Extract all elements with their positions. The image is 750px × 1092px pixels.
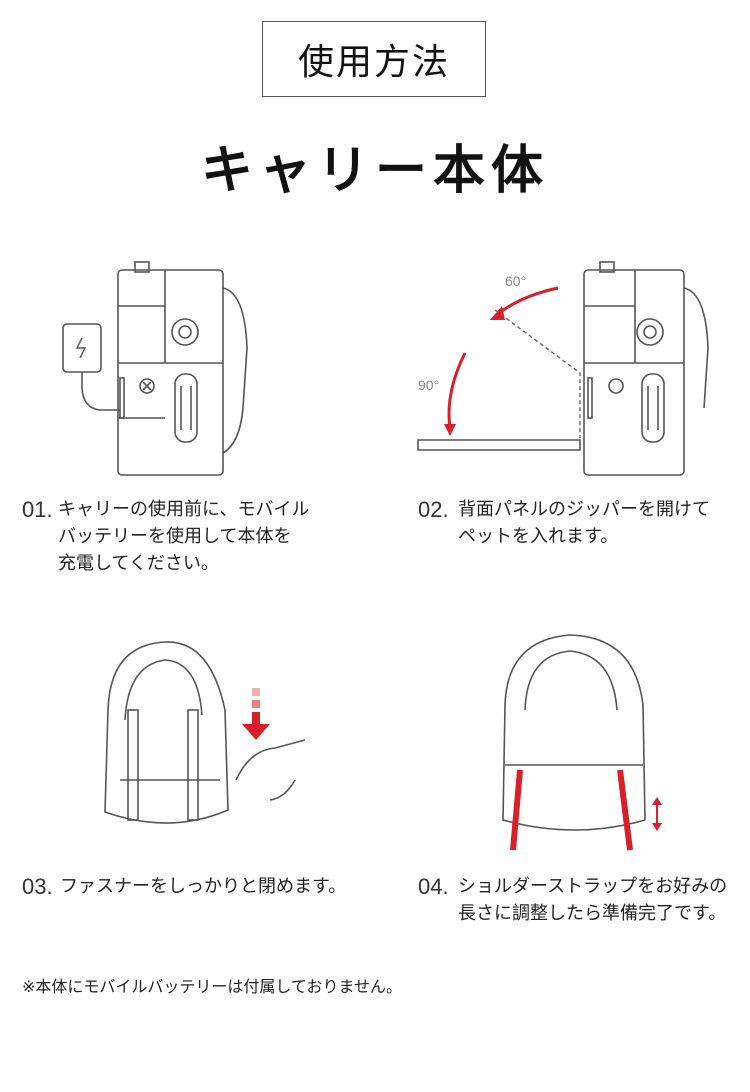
footnote: ※本体にモバイルバッテリーは付属しておりません。 xyxy=(22,977,402,996)
step-text-line: ファスナーをしっかりと閉めます。 xyxy=(60,876,347,897)
page-heading: キャリー本体 xyxy=(200,141,549,201)
step-number: 03. xyxy=(22,874,53,899)
step-text-line: ショルダーストラップをお好みの xyxy=(458,876,728,897)
illustration-zipper xyxy=(104,641,306,824)
step-4: 04. ショルダーストラップをお好みの 長さに調整したら準備完了です。 xyxy=(418,873,748,927)
step-text-line: 充電してください。 xyxy=(58,553,219,574)
step-number: 04. xyxy=(418,874,449,899)
step-text-line: キャリーの使用前に、モバイル xyxy=(58,499,310,520)
step-number: 01. xyxy=(22,497,53,522)
section-title: 使用方法 xyxy=(262,21,486,97)
angle-60-label: 60° xyxy=(505,273,526,289)
step-2: 02. 背面パネルのジッパーを開けて ペットを入れます。 xyxy=(418,496,748,550)
step-text-line: 長さに調整したら準備完了です。 xyxy=(458,903,727,924)
step-text-line: 背面パネルのジッパーを開けて xyxy=(458,499,710,520)
angle-90-label: 90° xyxy=(418,377,439,393)
step-1: 01. キャリーの使用前に、モバイル バッテリーを使用して本体を 充電してくださ… xyxy=(22,496,372,577)
illustration-charging xyxy=(62,261,248,476)
step-text-line: ペットを入れます。 xyxy=(458,526,619,547)
step-text-line: バッテリーを使用して本体を xyxy=(58,526,292,547)
illustration-straps xyxy=(502,634,662,851)
step-number: 02. xyxy=(418,497,449,522)
illustration-open-panel: 60° 90° xyxy=(417,261,709,476)
step-3: 03. ファスナーをしっかりと閉めます。 xyxy=(22,873,402,900)
